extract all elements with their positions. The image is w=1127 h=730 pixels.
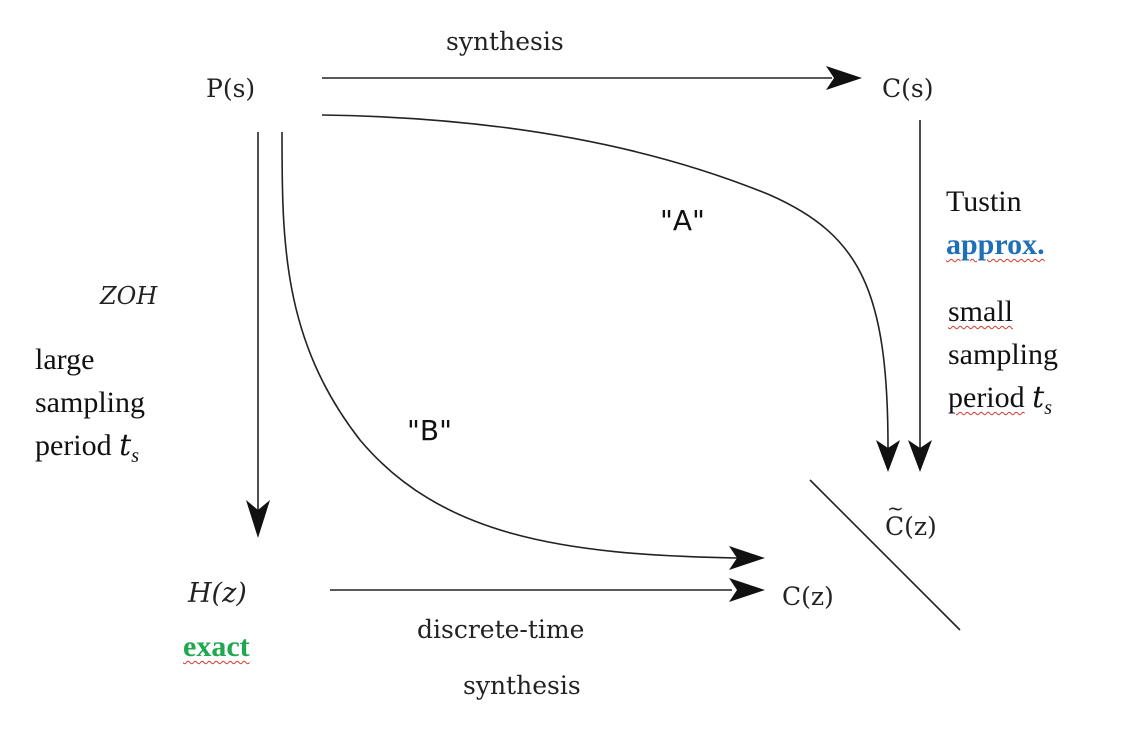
arrowhead-path-a bbox=[876, 440, 900, 472]
node-controller-cs: C(s) bbox=[882, 74, 934, 103]
ts-subscript-right: s bbox=[1044, 397, 1052, 419]
tilde-mark: ~ bbox=[887, 496, 904, 520]
path-a-label: "A" bbox=[660, 204, 705, 237]
note-small-sampling: small sampling period ts bbox=[948, 290, 1058, 430]
label-tustin: Tustin bbox=[946, 185, 1022, 218]
ts-symbol-right: t bbox=[1032, 380, 1045, 415]
arrowhead-discrete-synthesis bbox=[729, 578, 765, 602]
label-exact: exact bbox=[183, 630, 250, 663]
node-approx-controller-ctilde: ~ C(z) bbox=[885, 496, 937, 541]
label-approx: approx. bbox=[946, 228, 1045, 261]
label-discrete-synthesis: synthesis bbox=[463, 671, 581, 700]
arrowhead-path-b bbox=[729, 546, 765, 570]
path-a-curve bbox=[321, 114, 889, 449]
note-large-line1: large bbox=[35, 343, 95, 376]
note-large-line2: sampling bbox=[35, 386, 145, 419]
arrowhead-zoh bbox=[246, 500, 270, 538]
note-large-sampling: large sampling period ts bbox=[35, 338, 145, 478]
path-b-label: "B" bbox=[407, 414, 452, 447]
label-zoh: ZOH bbox=[100, 282, 158, 310]
note-large-line3: period ts bbox=[35, 424, 145, 478]
ts-subscript-left: s bbox=[131, 445, 139, 467]
node-discrete-controller-cz: C(z) bbox=[782, 582, 834, 611]
note-small-line3: period ts bbox=[948, 376, 1058, 430]
label-discrete-time: discrete-time bbox=[417, 615, 585, 644]
node-discrete-plant-hz: H(z) bbox=[188, 578, 247, 609]
arrowhead-synthesis bbox=[826, 66, 862, 90]
note-large-period: period bbox=[35, 429, 112, 462]
note-small-line2: sampling bbox=[948, 338, 1058, 371]
arrowhead-tustin bbox=[908, 440, 932, 472]
ctilde-label: C(z) bbox=[885, 512, 937, 541]
equivalence-slash bbox=[809, 479, 961, 631]
label-synthesis: synthesis bbox=[446, 27, 564, 56]
node-plant-ps: P(s) bbox=[206, 74, 256, 103]
note-small-period: period bbox=[948, 381, 1025, 414]
ts-symbol-left: t bbox=[119, 428, 132, 463]
path-b-curve bbox=[281, 131, 739, 559]
note-small-line1: small bbox=[948, 295, 1013, 328]
